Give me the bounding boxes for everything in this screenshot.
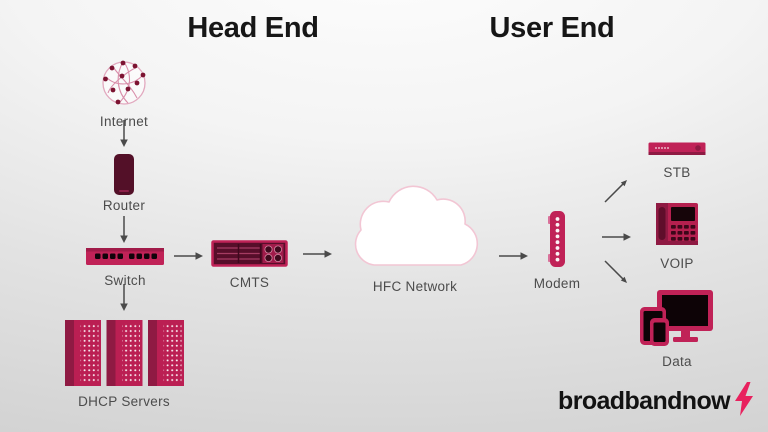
- node-modem: Modem: [527, 210, 587, 291]
- network-switch-icon: [86, 248, 164, 270]
- dhcp-servers-label: DHCP Servers: [78, 394, 170, 409]
- node-router: Router: [94, 154, 154, 213]
- arrow-switch-to-dhcp: [118, 284, 130, 317]
- node-hfc-network: HFC Network: [348, 179, 482, 294]
- cloud-icon: [348, 179, 482, 276]
- modem-label: Modem: [533, 276, 581, 291]
- broadbandnow-logo: broadbandnow: [558, 382, 755, 421]
- voip-phone-icon: [655, 202, 699, 253]
- set-top-box-icon: [648, 142, 706, 162]
- arrow-cmts-to-hfc: [303, 247, 333, 265]
- switch-label: Switch: [104, 273, 146, 288]
- router-icon: [114, 154, 134, 195]
- router-label: Router: [102, 198, 146, 213]
- internet-globe-icon: [101, 60, 147, 111]
- node-voip: VOIP: [645, 202, 709, 271]
- devices-icon: [640, 290, 714, 351]
- logo-text-bold: now: [681, 387, 731, 415]
- node-cmts: CMTS: [211, 240, 288, 290]
- arrow-modem-to-voip: [602, 230, 632, 248]
- node-data: Data: [640, 290, 714, 369]
- node-dhcp-servers: DHCP Servers: [64, 320, 184, 409]
- arrow-switch-to-cmts: [174, 249, 204, 267]
- arrow-hfc-to-modem: [499, 249, 529, 267]
- data-label: Data: [662, 354, 692, 369]
- stb-label: STB: [663, 165, 691, 180]
- node-internet: Internet: [88, 60, 160, 129]
- server-rack-icon: [64, 320, 184, 391]
- voip-label: VOIP: [660, 256, 694, 271]
- logo-text-regular: broadband: [558, 387, 682, 415]
- section-title-user-end: User End: [489, 12, 615, 44]
- arrow-internet-to-router: [118, 120, 130, 153]
- hfc-network-label: HFC Network: [372, 279, 458, 294]
- node-switch: Switch: [86, 248, 164, 288]
- cmts-label: CMTS: [229, 275, 270, 290]
- arrow-router-to-switch: [118, 216, 130, 249]
- modem-icon: [547, 210, 567, 273]
- cmts-chassis-icon: [211, 240, 288, 272]
- arrow-modem-to-stb: [604, 179, 628, 208]
- logo-text: broadbandnow: [558, 387, 731, 415]
- arrow-modem-to-data: [604, 260, 628, 289]
- section-title-head-end: Head End: [187, 12, 319, 44]
- lightning-bolt-icon: [733, 382, 755, 421]
- node-stb: STB: [645, 142, 709, 180]
